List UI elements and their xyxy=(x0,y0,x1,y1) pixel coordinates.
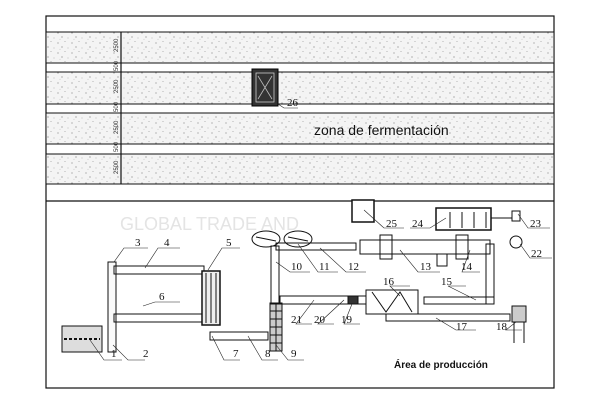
zone-label: Área de producción xyxy=(394,358,488,371)
conveyor xyxy=(209,331,269,341)
cyclone xyxy=(511,210,521,222)
mixer xyxy=(283,230,313,248)
equipment-labels: 1 2 3 4 5 6 7 8 9 10 11 12 13 14 15 16 1… xyxy=(111,218,542,371)
equipment-label: 9 xyxy=(291,348,297,360)
mixer xyxy=(251,230,281,248)
equipment-label: 21 xyxy=(291,314,302,326)
control-box xyxy=(351,199,375,223)
equipment-label: 11 xyxy=(319,261,330,273)
dimension-label: 2500 xyxy=(114,160,120,174)
equipment-label: 16 xyxy=(383,276,395,288)
watermark: GLOBAL TRADE AND xyxy=(120,214,299,234)
fermentation-band xyxy=(45,153,555,185)
granulator-drum xyxy=(359,239,491,255)
equipment-label: 4 xyxy=(164,237,170,249)
equipment-label: 8 xyxy=(265,348,271,360)
equipment-label: 14 xyxy=(461,261,473,273)
conveyor xyxy=(279,295,367,305)
fan xyxy=(509,235,523,249)
equipment-label: 19 xyxy=(341,314,353,326)
equipment-label: 22 xyxy=(531,248,542,260)
equipment-label: 13 xyxy=(420,261,432,273)
equipment-label: 10 xyxy=(291,261,303,273)
equipment-label: 7 xyxy=(233,348,239,360)
equipment-label: 25 xyxy=(386,218,398,230)
equipment-label: 3 xyxy=(135,237,141,249)
dryer-chamber xyxy=(435,207,492,231)
conveyor xyxy=(270,245,280,305)
packing-machine xyxy=(511,305,527,323)
equipment-label: 26 xyxy=(287,97,299,109)
equipment-label: 15 xyxy=(441,276,453,288)
equipment-label: 6 xyxy=(159,291,165,303)
equipment-label: 5 xyxy=(226,237,232,249)
conveyor xyxy=(107,261,117,353)
fermentation-band xyxy=(45,71,555,105)
leader-lines xyxy=(89,209,552,361)
conveyor xyxy=(275,242,357,251)
equipment-label: 18 xyxy=(496,321,508,333)
equipment-label: 12 xyxy=(348,261,359,273)
fermentation-band xyxy=(45,31,555,64)
dimension-label: 2500 xyxy=(114,79,120,93)
conveyor xyxy=(423,296,495,305)
equipment-label: 23 xyxy=(530,218,542,230)
conveyor xyxy=(113,313,205,323)
zone-label: zona de fermentación xyxy=(314,122,449,138)
coating-machine xyxy=(365,289,419,315)
production-area xyxy=(61,199,527,353)
conveyor xyxy=(113,265,205,275)
fermentation-zone: 2500 500 2500 500 2500 500 2500 26 zona … xyxy=(45,31,555,185)
fermentation-band xyxy=(45,112,555,145)
dimension-label: 500 xyxy=(114,60,120,71)
equipment-label: 17 xyxy=(456,321,468,333)
dimension-label: 500 xyxy=(114,101,120,112)
equipment-label: 24 xyxy=(412,218,424,230)
drawing-frame xyxy=(45,15,555,389)
dimension-label: 2500 xyxy=(114,38,120,52)
dimension-label: 500 xyxy=(114,141,120,152)
equipment-label: 1 xyxy=(111,348,117,360)
conveyor xyxy=(385,313,511,322)
equipment-label: 20 xyxy=(314,314,326,326)
dimension-label: 2500 xyxy=(114,120,120,134)
equipment-label: 2 xyxy=(143,348,149,360)
